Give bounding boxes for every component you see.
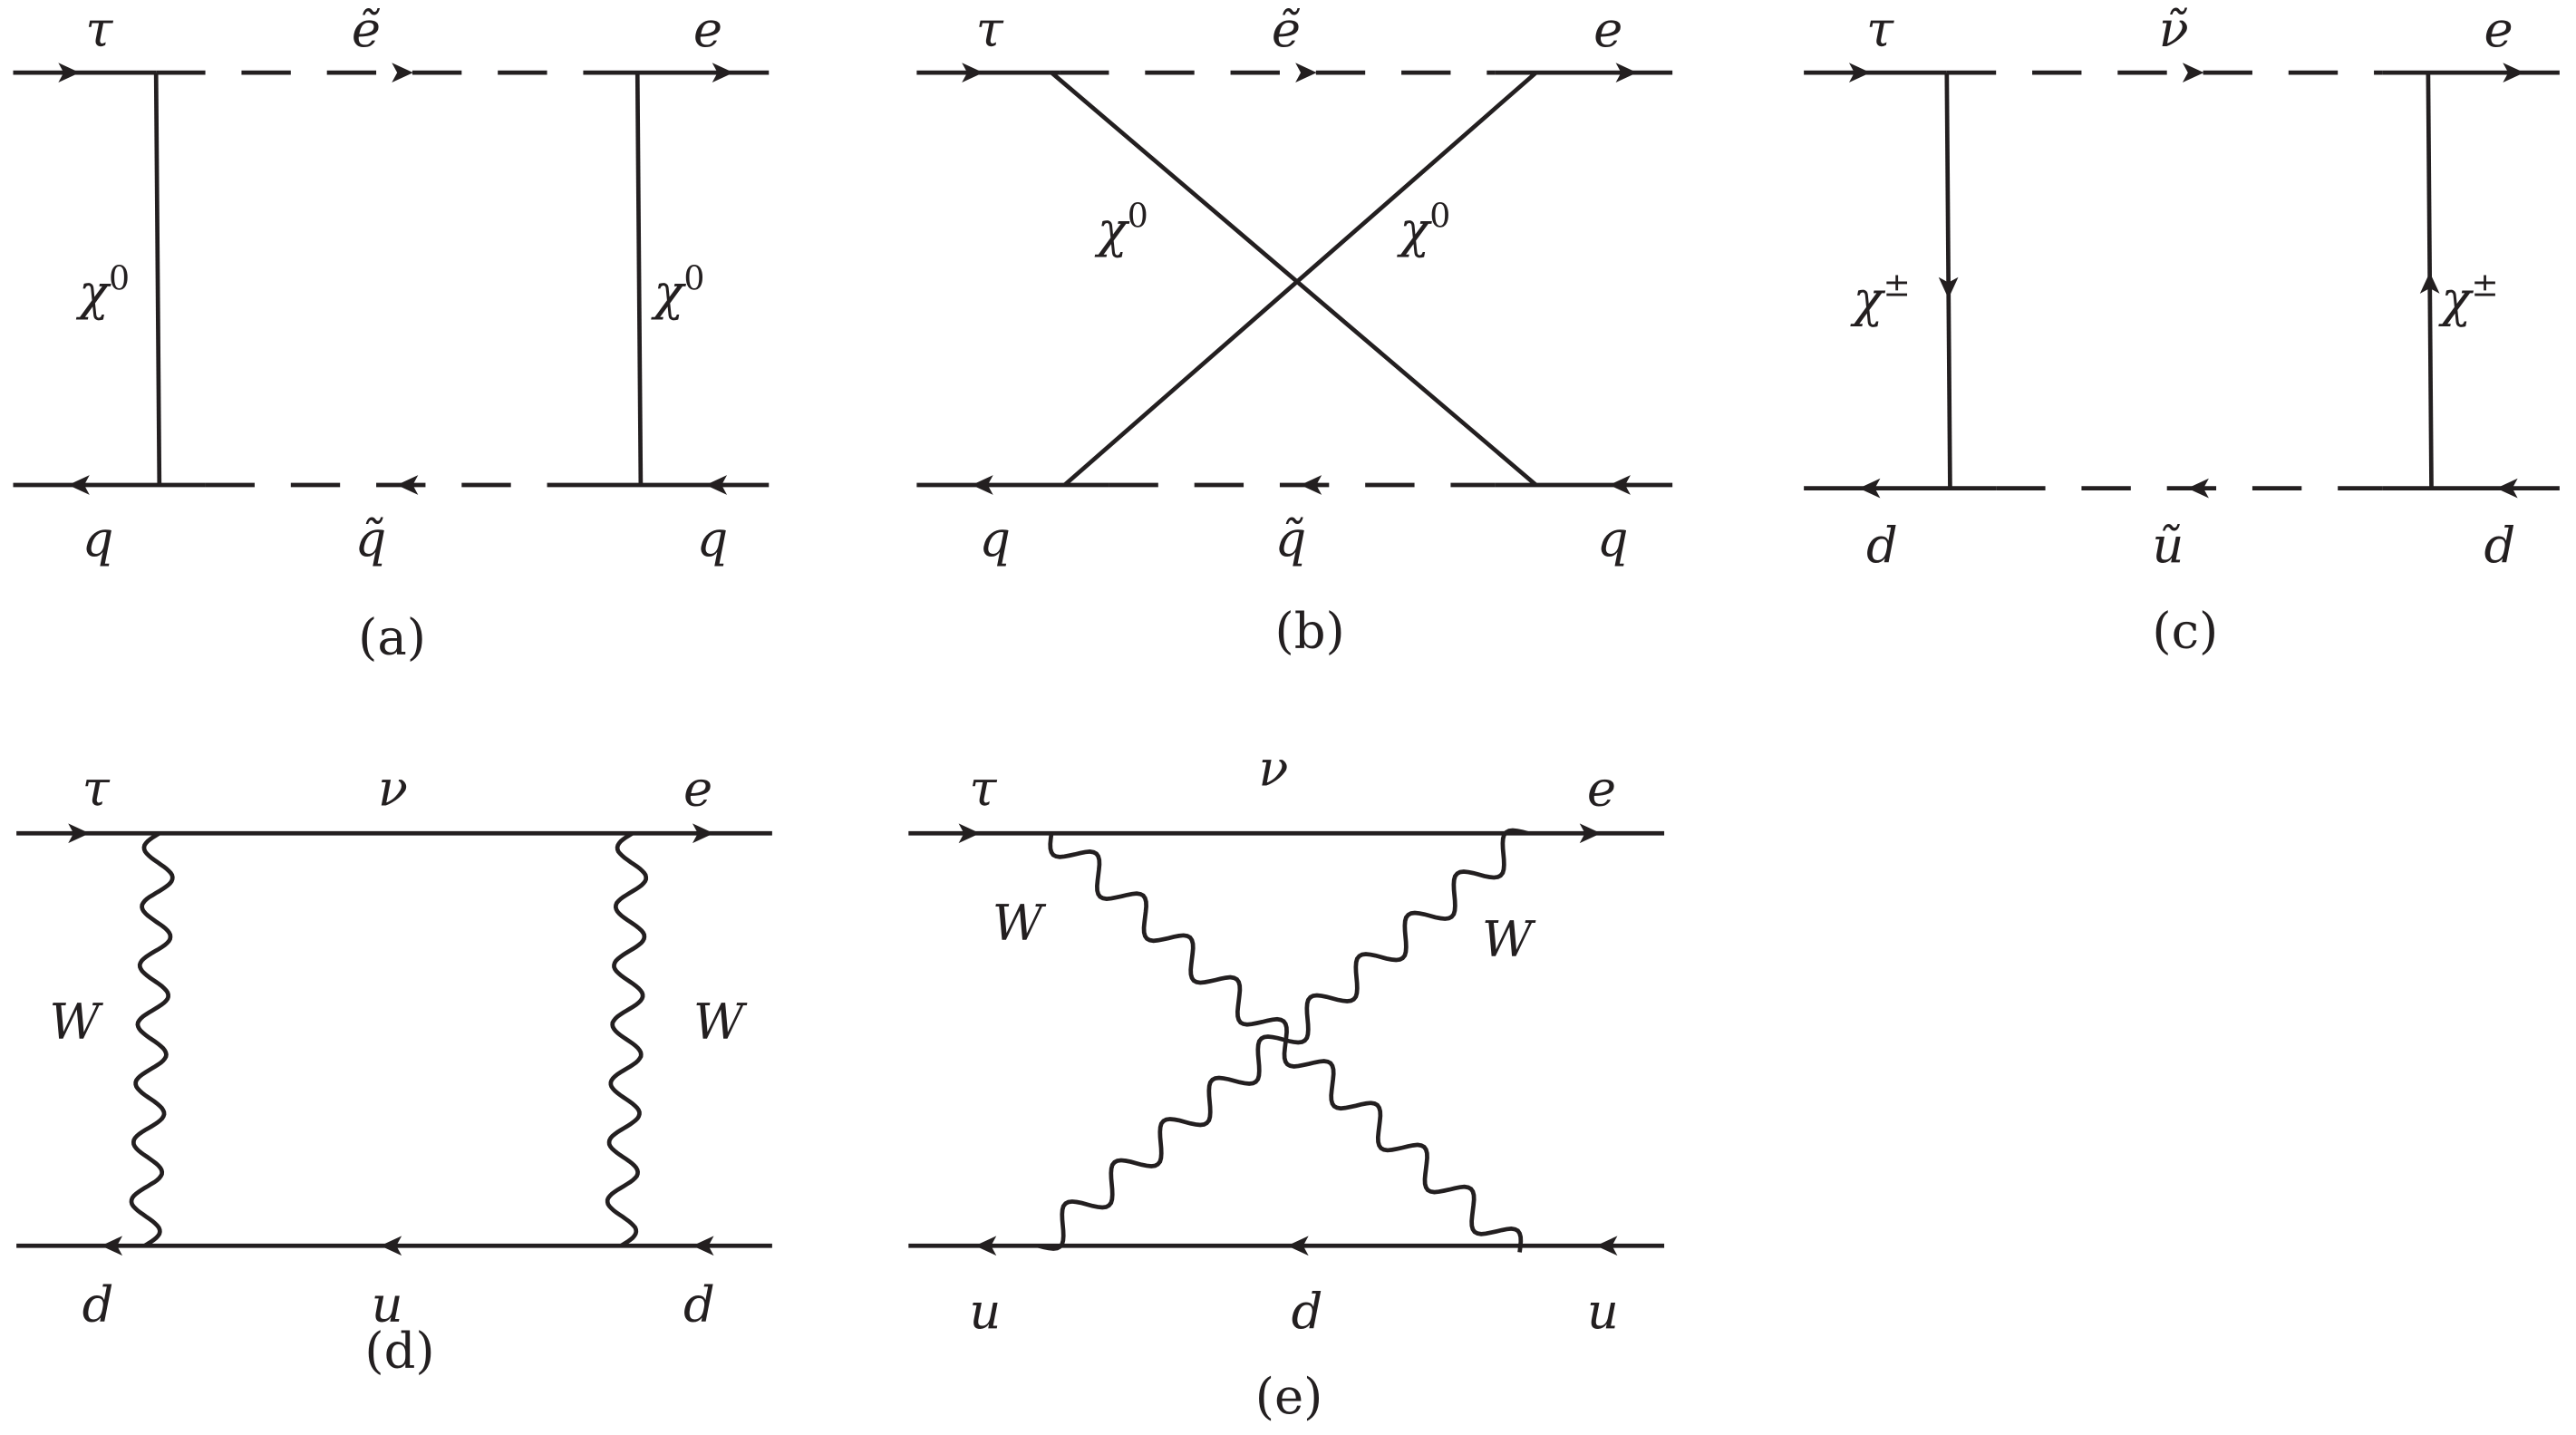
arrow-icon	[2182, 63, 2204, 82]
label-w-boson: W	[693, 994, 748, 1051]
label-selectron: ẽ	[352, 1, 381, 58]
label-squark: q̃	[355, 510, 387, 567]
arrow-icon	[2496, 478, 2518, 499]
label-up-quark: u	[969, 1283, 1001, 1340]
label-selectron: ẽ	[1272, 1, 1301, 58]
label-neutralino: χ0	[75, 258, 130, 321]
diagram-c: τ ν̃ e χ± χ± d ũ d (c)	[1850, 1, 2516, 659]
arrow-icon	[1938, 276, 1959, 299]
arrow-icon	[58, 63, 80, 82]
label-chargino: χ±	[2437, 266, 2498, 328]
label-neutralino: χ0	[1094, 196, 1148, 258]
caption-b: (b)	[1275, 602, 1345, 659]
neutralino-propagator	[634, 73, 644, 486]
arrow-icon	[1609, 475, 1631, 495]
label-down-quark: d	[2484, 517, 2516, 574]
label-electron: e	[1593, 1, 1622, 58]
arrow-icon	[962, 63, 983, 82]
label-quark: q	[82, 510, 114, 567]
label-tau: τ	[1866, 1, 1894, 58]
arrow-icon	[692, 1236, 714, 1256]
label-tau: τ	[969, 760, 997, 817]
label-tau: τ	[82, 760, 111, 817]
arrow-icon	[705, 475, 728, 495]
label-w-boson: W	[993, 895, 1047, 952]
w-boson-propagator	[1048, 832, 1524, 1253]
label-down-quark: d	[683, 1276, 715, 1333]
diagram-lines	[13, 63, 2560, 1256]
arrow-icon	[1287, 1236, 1309, 1256]
label-tau: τ	[85, 1, 113, 58]
diagram-e: τ ν e W W u d u (e)	[969, 741, 1619, 1425]
label-neutralino: χ0	[1396, 196, 1450, 258]
caption-e: (e)	[1255, 1368, 1323, 1425]
w-boson-propagator	[129, 831, 175, 1248]
arrow-icon	[68, 475, 90, 495]
arrow-icon	[972, 475, 993, 495]
label-electron: e	[683, 760, 712, 817]
arrow-icon	[380, 1236, 402, 1256]
label-w-boson: W	[1482, 911, 1536, 968]
label-neutrino: ν	[1258, 741, 1288, 798]
arrow-icon	[958, 823, 981, 844]
arrow-icon	[68, 823, 90, 844]
label-tau: τ	[976, 1, 1004, 58]
label-up-quark: u	[1587, 1283, 1619, 1340]
label-down-quark: d	[1866, 517, 1898, 574]
label-quark: q	[1597, 510, 1629, 567]
caption-a: (a)	[358, 609, 426, 666]
label-down-quark: d	[1292, 1283, 1323, 1340]
arrow-icon	[2187, 478, 2209, 499]
neutralino-propagator	[1062, 71, 1538, 487]
arrow-icon	[712, 63, 734, 82]
label-electron: e	[693, 1, 722, 58]
arrow-icon	[2503, 63, 2524, 82]
neutralino-propagator	[153, 73, 162, 486]
label-up-quark: u	[372, 1276, 403, 1333]
arrow-icon	[1858, 478, 1881, 499]
arrow-icon	[1295, 63, 1317, 82]
arrow-icon	[101, 1236, 123, 1256]
diagram-b: τ ẽ e χ0 χ0 q q̃ q (b)	[976, 1, 1629, 659]
arrow-icon	[974, 1236, 997, 1256]
neutralino-propagator	[1050, 71, 1538, 487]
chargino-propagator	[1944, 73, 1952, 489]
w-boson-propagator	[605, 831, 649, 1248]
label-down-quark: d	[82, 1276, 114, 1333]
label-electron: e	[1587, 760, 1616, 817]
arrow-icon	[2419, 272, 2440, 294]
arrow-icon	[1615, 63, 1638, 82]
arrow-icon	[1579, 823, 1602, 844]
arrow-icon	[1595, 1236, 1618, 1256]
label-neutrino: ν	[378, 760, 408, 817]
arrow-icon	[1848, 63, 1871, 82]
label-electron: e	[2484, 1, 2513, 58]
label-sup-quark: ũ	[2152, 517, 2184, 574]
arrow-icon	[692, 823, 714, 844]
diagram-a: τ ẽ e χ0 χ0 q q̃ q (a)	[75, 1, 728, 666]
label-squark: q̃	[1275, 510, 1307, 567]
arrow-icon	[392, 63, 413, 82]
caption-d: (d)	[364, 1322, 434, 1379]
label-w-boson: W	[49, 994, 103, 1051]
label-sneutrino: ν̃	[2159, 1, 2189, 58]
arrow-icon	[396, 475, 419, 495]
arrow-icon	[1300, 475, 1322, 495]
label-chargino: χ±	[1850, 266, 1911, 328]
caption-c: (c)	[2152, 602, 2218, 659]
label-quark: q	[979, 510, 1011, 567]
label-quark: q	[697, 510, 729, 567]
w-boson-propagator	[1037, 828, 1529, 1251]
label-neutralino: χ0	[650, 258, 704, 321]
diagram-d: τ ν e W W d u d (d)	[49, 760, 748, 1379]
